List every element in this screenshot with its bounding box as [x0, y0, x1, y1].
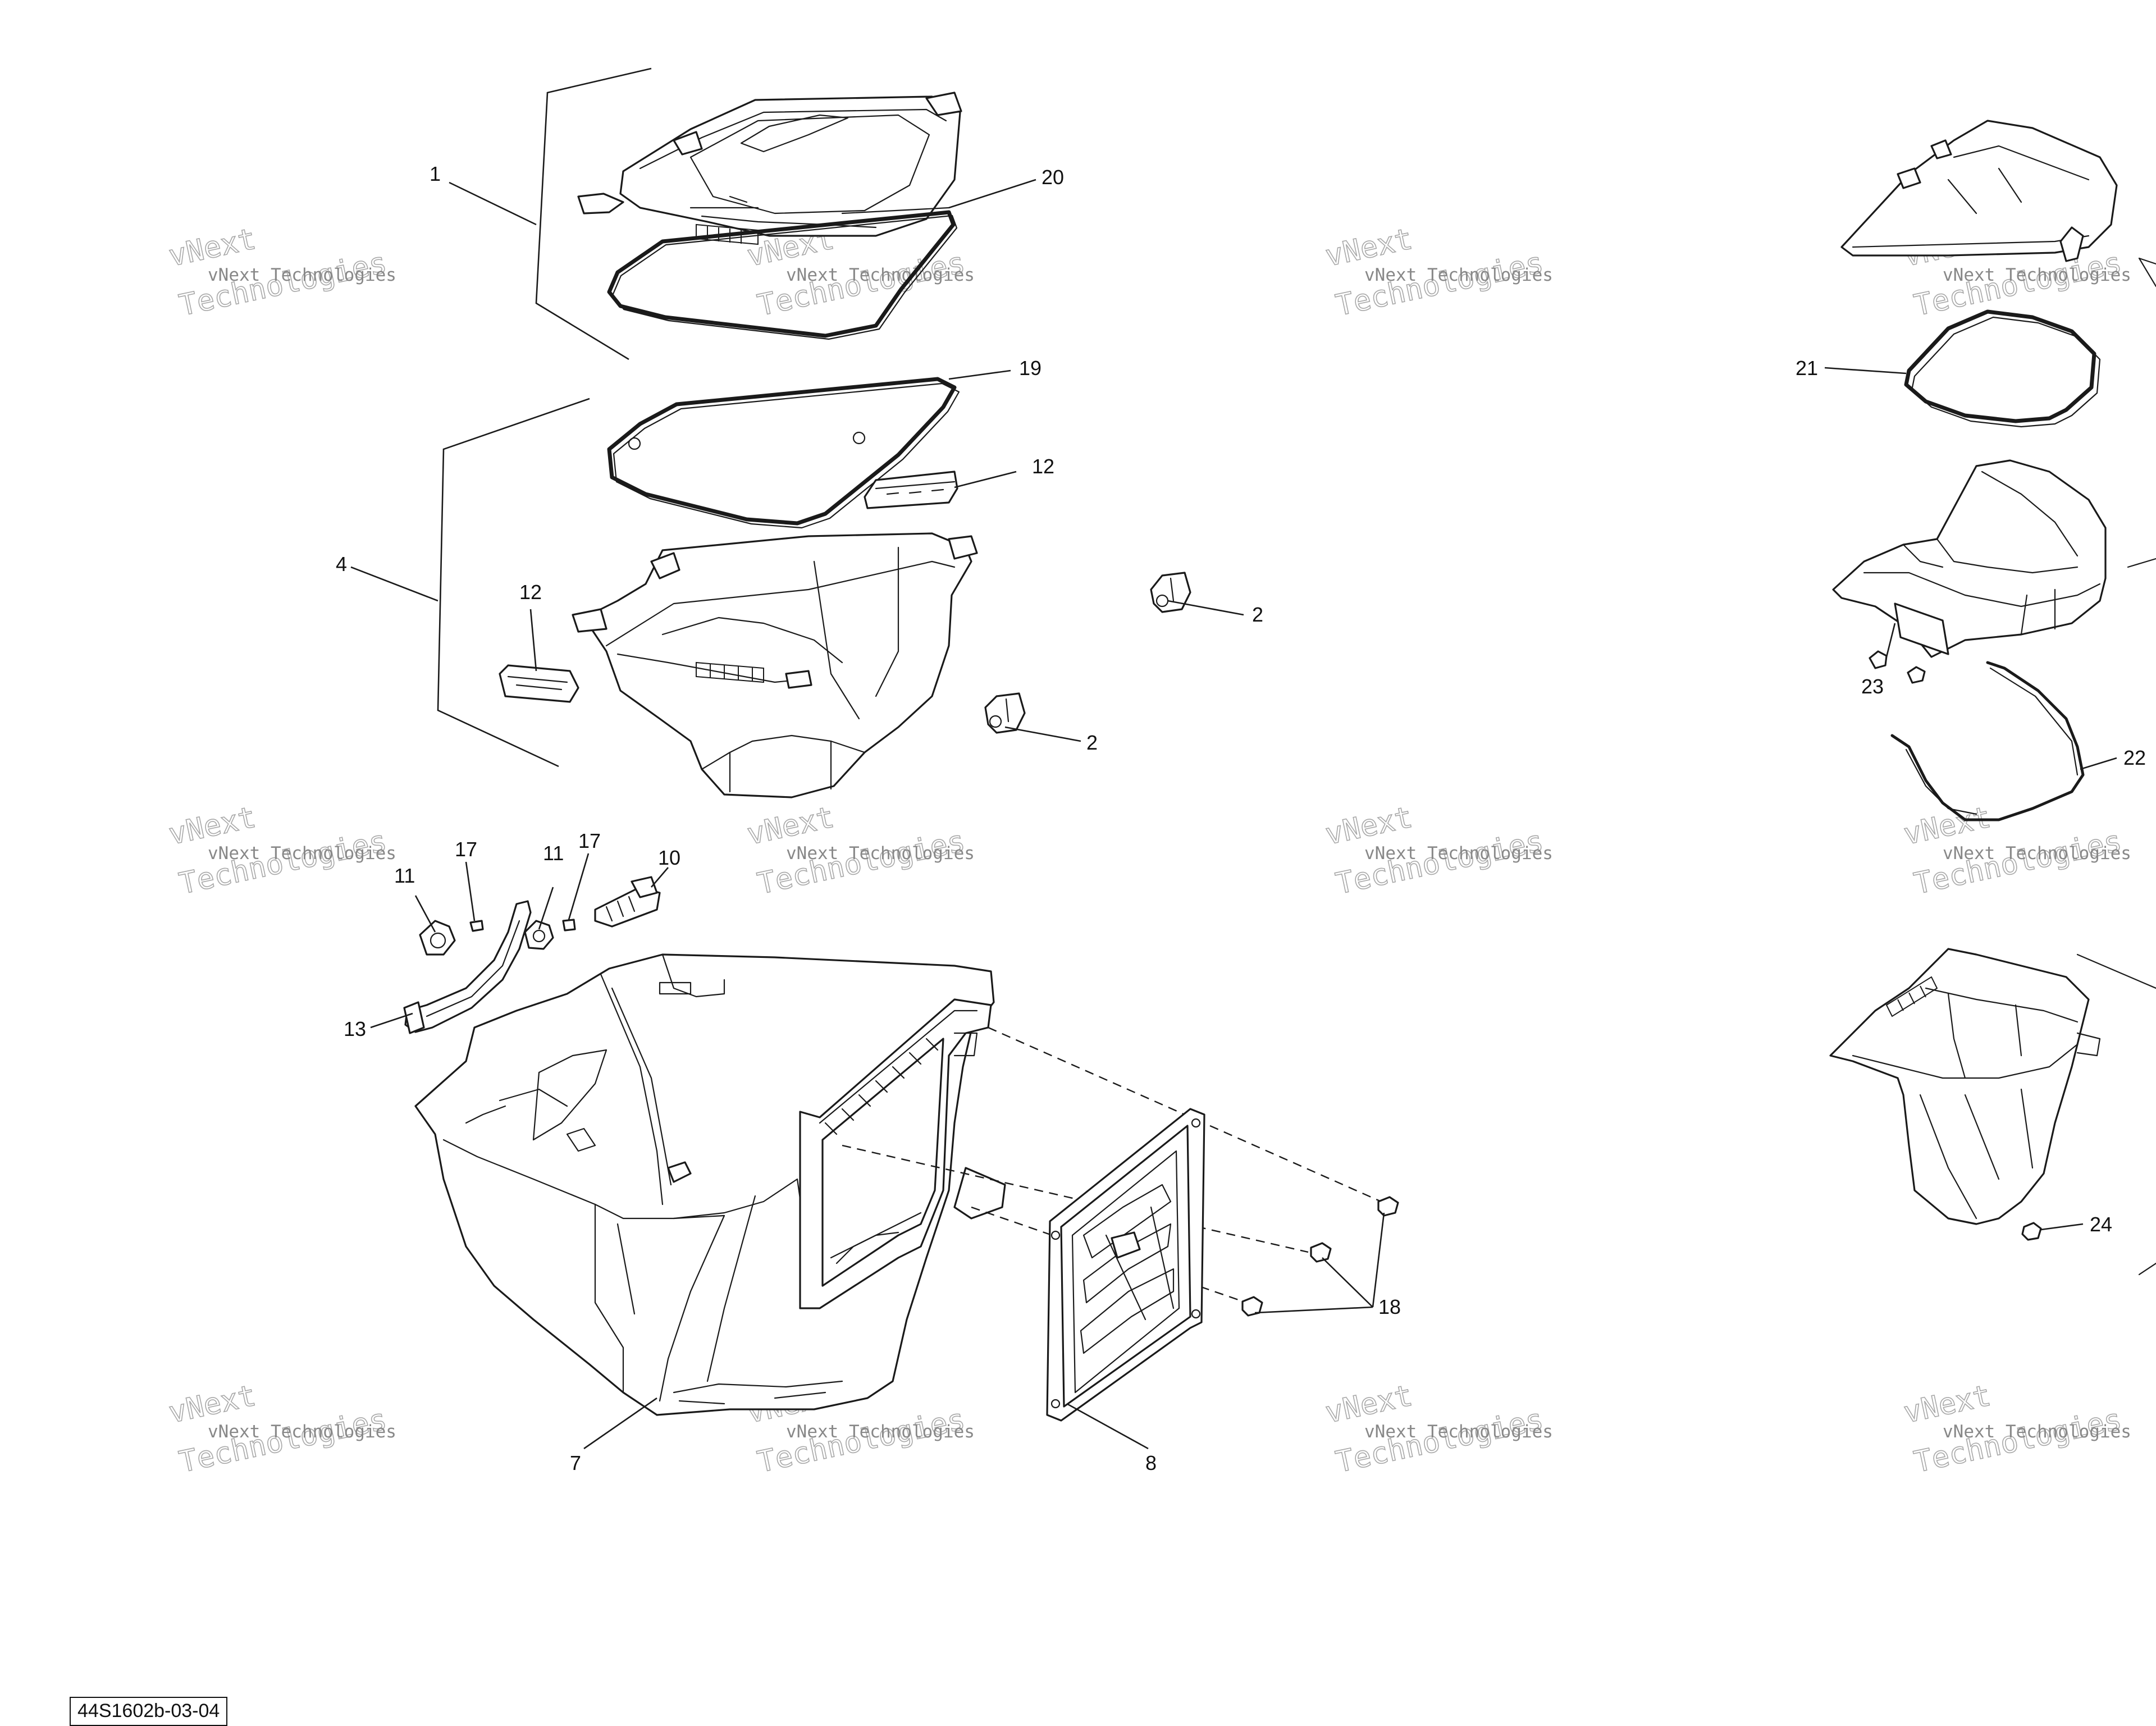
- part-right-lid: [1840, 120, 2156, 287]
- part-hinge-clip-b: [984, 692, 1026, 734]
- svg-text:vNext Technologies: vNext Technologies: [1943, 843, 2131, 864]
- callout-label: 11: [543, 842, 564, 865]
- part-fastener-18b: [1310, 1242, 1332, 1263]
- callout-label: 1: [430, 162, 441, 185]
- callout-label: 19: [1019, 357, 1042, 380]
- part-right-frame: [1832, 459, 2156, 658]
- part-strap-22: [1890, 661, 2085, 821]
- part-right-bin: [1829, 948, 2156, 1276]
- leader-lines: [350, 179, 2117, 1450]
- watermark: vNext Technologies vNext Technologies: [1901, 1378, 2131, 1480]
- svg-text:vNext Technologies: vNext Technologies: [1364, 843, 1553, 864]
- callout-labels: 1 20 19 12 4 12 2 2 17 17 11 11 10 13 18…: [336, 162, 2146, 1474]
- part-pin-10: [594, 876, 661, 928]
- watermark: vNext Technologies vNext Technologies: [166, 800, 396, 902]
- part-bushing-11a: [419, 920, 456, 956]
- diagram-reference-code: 44S1602b-03-04: [70, 1697, 228, 1726]
- svg-text:vNext Technologies: vNext Technologies: [1364, 265, 1553, 285]
- svg-text:vNext Technologies: vNext Technologies: [1943, 1422, 2131, 1442]
- part-hinge-clip-a: [1150, 572, 1191, 613]
- part-lid-gasket: [607, 207, 958, 340]
- svg-text:vNext Technologies: vNext Technologies: [208, 843, 396, 864]
- watermark: vNext Technologies vNext Technologies: [166, 222, 396, 323]
- svg-text:vNext Technologies: vNext Technologies: [208, 1422, 396, 1442]
- part-fastener-18a: [1377, 1196, 1399, 1217]
- callout-label: 23: [1861, 675, 1884, 698]
- svg-text:vNext Technologies: vNext Technologies: [786, 1422, 975, 1442]
- callout-label: 17: [455, 838, 477, 861]
- part-lid-top: [577, 92, 962, 245]
- part-latch-bar-upper: [864, 471, 958, 509]
- callout-label: 18: [1378, 1295, 1401, 1318]
- part-screw-24: [2021, 1222, 2042, 1241]
- svg-text:vNext Technologies: vNext Technologies: [786, 843, 975, 864]
- callout-label: 2: [1086, 731, 1098, 754]
- part-bushing-11b: [524, 920, 554, 950]
- callout-label: 4: [336, 552, 347, 576]
- part-latch-bar-left: [499, 664, 579, 703]
- callout-label: 13: [344, 1017, 366, 1040]
- watermark: vNext Technologies vNext Technologies: [166, 1378, 396, 1480]
- svg-text:vNext Technologies: vNext Technologies: [786, 265, 975, 285]
- assembly-line-mid: [842, 1144, 1309, 1253]
- watermark: vNext Technologies vNext Technologies: [1322, 800, 1553, 902]
- group-bracket-4: [437, 398, 590, 768]
- callout-label: 2: [1252, 603, 1263, 626]
- part-strap-13: [403, 900, 532, 1034]
- svg-text:vNext Technologies: vNext Technologies: [1364, 1422, 1553, 1442]
- part-clip-23: [1869, 650, 1926, 684]
- part-lower-bin: [414, 953, 1006, 1416]
- part-access-panel: [1046, 1108, 1205, 1422]
- callout-label: 12: [1032, 455, 1054, 478]
- svg-text:vNext Technologies: vNext Technologies: [1943, 265, 2131, 285]
- callout-label: 17: [578, 829, 601, 852]
- group-bracket-1: [535, 67, 652, 360]
- watermark: vNext Technologies vNext Technologies: [1322, 222, 1553, 323]
- part-screw-17b: [562, 919, 576, 932]
- part-inner-tub: [572, 532, 978, 798]
- part-screw-17a: [469, 920, 484, 932]
- svg-text:vNext Technologies: vNext Technologies: [208, 265, 396, 285]
- part-upper-gasket: [607, 377, 960, 529]
- callout-label: 24: [2090, 1213, 2112, 1236]
- part-gasket-21: [1904, 309, 2101, 428]
- callout-label: 12: [519, 581, 542, 604]
- callout-label: 20: [1042, 166, 1064, 189]
- callout-label: 21: [1796, 357, 1818, 380]
- callout-label: 8: [1145, 1451, 1157, 1474]
- callout-label: 10: [658, 846, 680, 869]
- callout-label: 22: [2123, 746, 2146, 769]
- callout-label: 11: [394, 864, 415, 887]
- callout-label: 7: [570, 1451, 581, 1474]
- watermark: vNext Technologies vNext Technologies: [1322, 1378, 1553, 1480]
